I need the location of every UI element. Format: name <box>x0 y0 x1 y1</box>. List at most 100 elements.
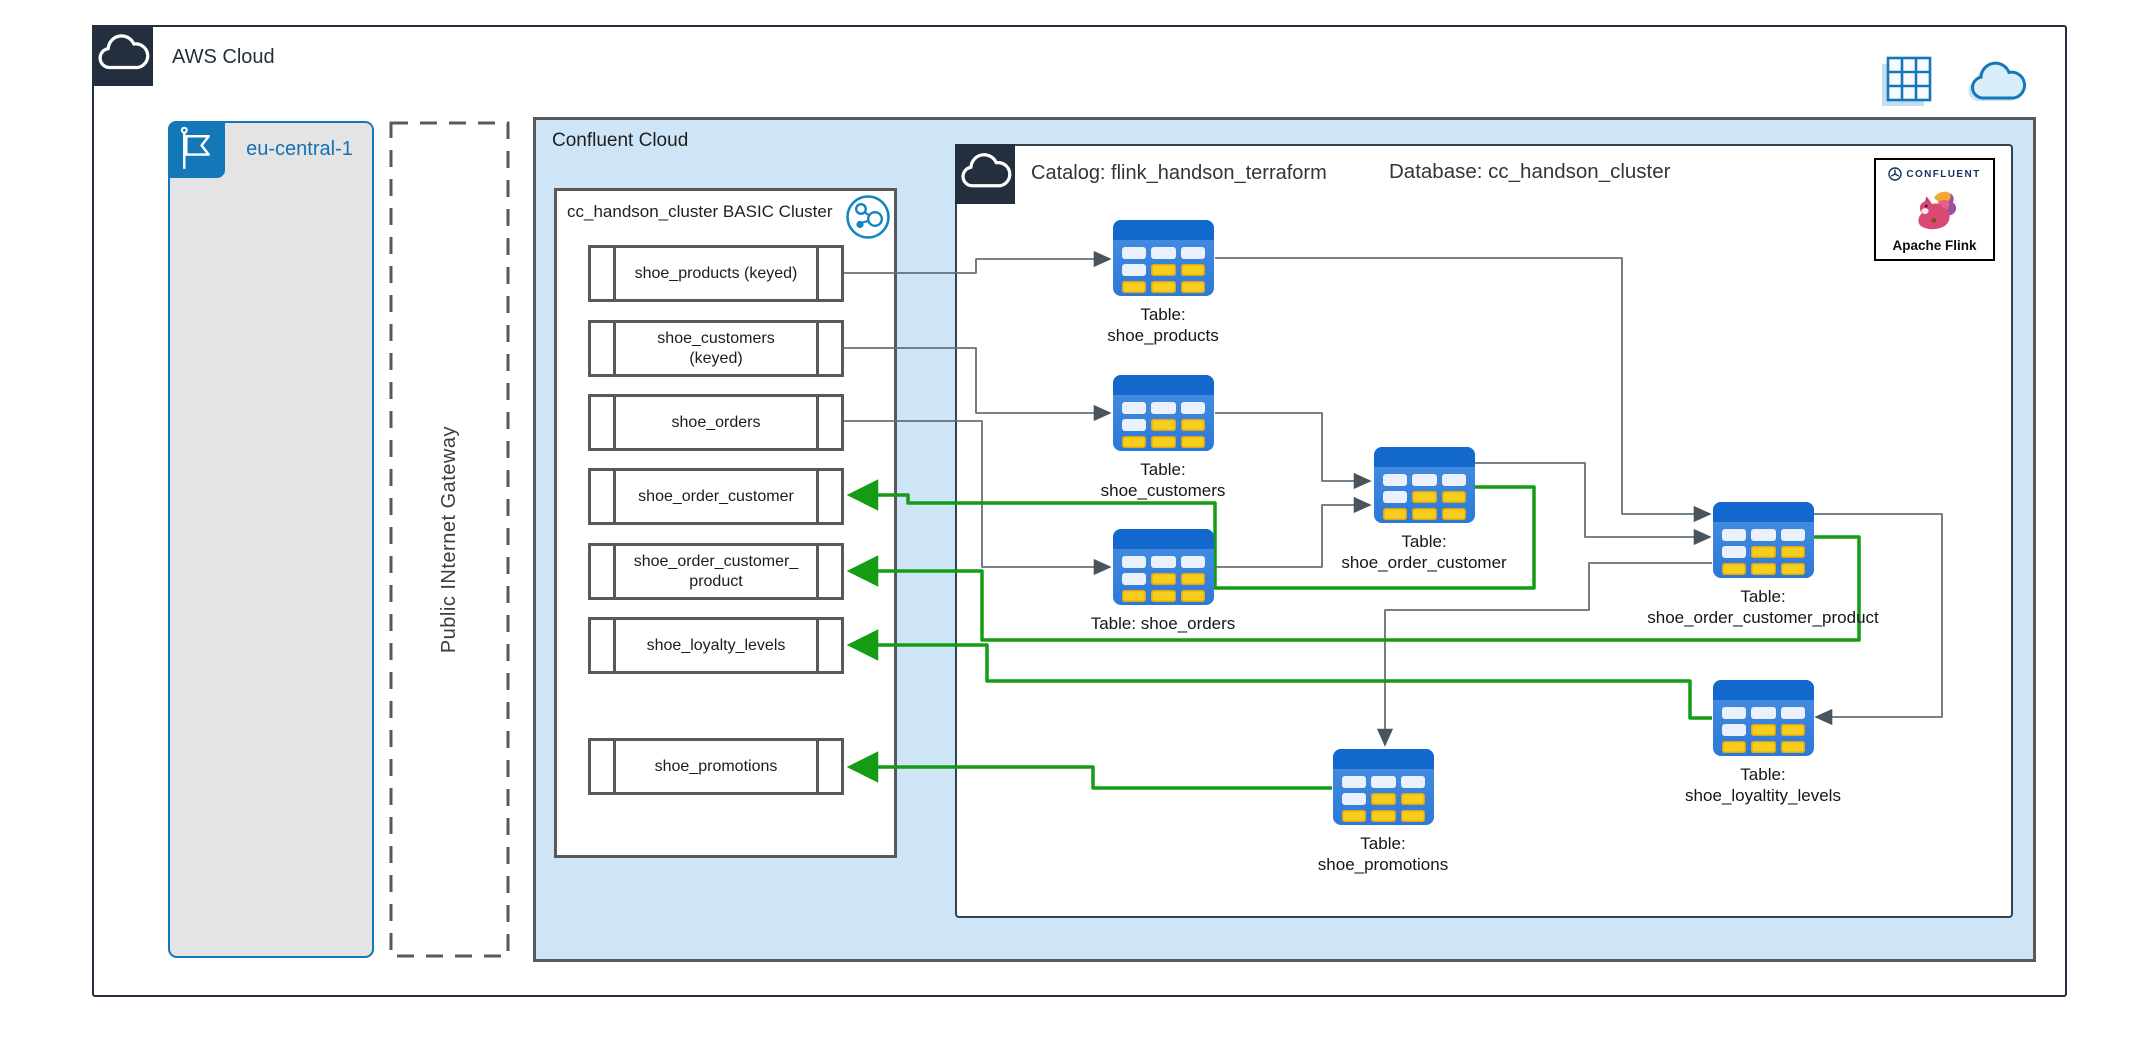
table-cell <box>1751 741 1776 753</box>
gateway-label: Public INternet Gateway <box>438 425 460 654</box>
table-icon-cells <box>1113 549 1214 605</box>
table-cell <box>1180 436 1205 448</box>
table-cell <box>1122 247 1147 259</box>
table-cell <box>1383 474 1408 486</box>
aws-cloud-icon <box>92 25 153 86</box>
table-cell <box>1151 264 1176 276</box>
table-cell <box>1722 724 1747 736</box>
table-icon-shoe-promotions <box>1333 749 1434 825</box>
table-cell <box>1180 556 1205 568</box>
confluent-flink-logo-card: CONFLUENT Apache Flink <box>1874 158 1995 261</box>
table-cell <box>1441 508 1466 520</box>
cloud-glyph <box>98 34 150 70</box>
table-cell <box>1180 281 1205 293</box>
table-cell <box>1122 436 1147 448</box>
table-cell <box>1151 402 1176 414</box>
table-icon-shoe-loyaltity-levels <box>1713 680 1814 756</box>
topic-shoe-customers: shoe_customers (keyed) <box>588 320 844 377</box>
table-cell <box>1383 508 1408 520</box>
flink-cloud-icon <box>955 144 1015 204</box>
table-cell <box>1400 810 1425 822</box>
apache-flink-squirrel-logo <box>1917 191 1956 229</box>
table-cell <box>1722 529 1747 541</box>
table-cell <box>1722 741 1747 753</box>
table-cell <box>1180 419 1205 431</box>
table-cell <box>1441 474 1466 486</box>
table-cell <box>1151 281 1176 293</box>
table-label-shoe-order-customer-product: Table:shoe_order_customer_product <box>1647 587 1879 627</box>
topic-shoe-order-customer-product: shoe_order_customer_ product <box>588 543 844 600</box>
table-icon-header <box>1113 375 1214 395</box>
table-icon-header <box>1374 447 1475 467</box>
table-icon-shoe-products <box>1113 220 1214 296</box>
table-icon-header <box>1113 220 1214 240</box>
topic-shoe-promotions: shoe_promotions <box>588 738 844 795</box>
table-cell <box>1122 402 1147 414</box>
table-cell <box>1400 793 1425 805</box>
table-cell <box>1151 419 1176 431</box>
table-grid-icon <box>1882 56 1932 106</box>
table-label-shoe-loyaltity-levels: Table:shoe_loyaltity_levels <box>1685 765 1841 805</box>
table-cell <box>1780 707 1805 719</box>
table-cell <box>1122 556 1147 568</box>
table-cell <box>1400 776 1425 788</box>
topic-shoe-orders: shoe_orders <box>588 394 844 451</box>
topic-shoe-loyalty-levels: shoe_loyalty_levels <box>588 617 844 674</box>
table-cell <box>1412 508 1437 520</box>
table-cell <box>1180 247 1205 259</box>
table-cell <box>1751 724 1776 736</box>
table-cell <box>1441 491 1466 503</box>
table-icon-shoe-order-customer <box>1374 447 1475 523</box>
table-cell <box>1122 419 1147 431</box>
apache-flink-label: Apache Flink <box>1892 238 1977 253</box>
gateway-box <box>389 121 510 958</box>
topic-shoe-order-customer: shoe_order_customer <box>588 468 844 525</box>
region-box <box>168 121 374 958</box>
table-cell <box>1751 563 1776 575</box>
table-cell <box>1371 810 1396 822</box>
table-icon-cells <box>1374 467 1475 523</box>
table-cell <box>1180 264 1205 276</box>
table-cell <box>1151 573 1176 585</box>
confluent-cloud-label: Confluent Cloud <box>552 130 689 151</box>
table-label-shoe-promotions: Table:shoe_promotions <box>1317 834 1449 874</box>
table-cell <box>1751 529 1776 541</box>
table-cell <box>1780 741 1805 753</box>
table-cell <box>1122 264 1147 276</box>
table-cell <box>1780 546 1805 558</box>
table-icon-header <box>1713 680 1814 700</box>
table-icon-cells <box>1333 769 1434 825</box>
table-cell <box>1780 724 1805 736</box>
cluster-title: cc_handson_cluster BASIC Cluster <box>567 202 833 221</box>
table-label-shoe-customers: Table:shoe_customers <box>1100 460 1226 500</box>
table-cell <box>1122 590 1147 602</box>
table-icon-cells <box>1713 700 1814 756</box>
topic-shoe-products: shoe_products (keyed) <box>588 245 844 302</box>
table-icon-header <box>1713 502 1814 522</box>
kafka-cluster-icon <box>846 195 890 239</box>
table-cell <box>1371 793 1396 805</box>
table-cell <box>1180 573 1205 585</box>
table-cell <box>1722 563 1747 575</box>
table-cell <box>1412 474 1437 486</box>
table-cell <box>1151 247 1176 259</box>
table-label-shoe-order-customer: Table:shoe_order_customer <box>1341 532 1507 572</box>
table-cell <box>1180 590 1205 602</box>
table-icon-shoe-customers <box>1113 375 1214 451</box>
table-cell <box>1780 563 1805 575</box>
table-cell <box>1342 776 1367 788</box>
table-label-shoe-products: Table:shoe_products <box>1107 305 1219 345</box>
table-icon-shoe-order-customer-product <box>1713 502 1814 578</box>
table-icon-header <box>1333 749 1434 769</box>
table-cell <box>1122 281 1147 293</box>
table-icon-cells <box>1113 395 1214 451</box>
database-label: Database: cc_handson_cluster <box>1389 160 1671 183</box>
table-icon-header <box>1113 529 1214 549</box>
table-cell <box>1751 707 1776 719</box>
confluent-brand-label: CONFLUENT <box>1906 168 1981 180</box>
catalog-label: Catalog: flink_handson_terraform <box>1031 162 1327 184</box>
table-cell <box>1383 491 1408 503</box>
confluent-brand-row: CONFLUENT <box>1888 167 1980 181</box>
confluent-logo-icon <box>1888 167 1903 181</box>
